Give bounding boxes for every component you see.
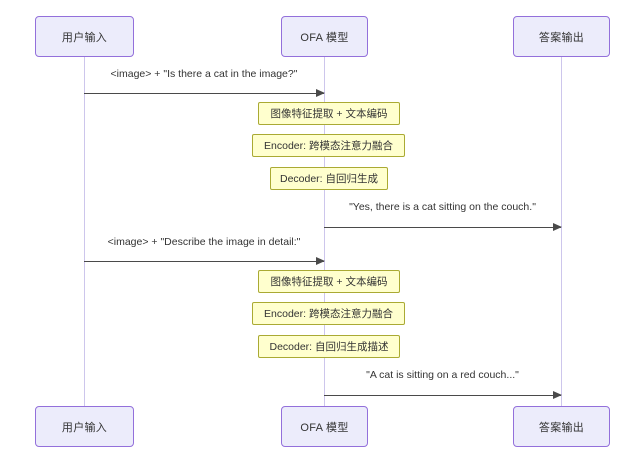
note-1-label: 图像特征提取 + 文本编码 xyxy=(270,108,388,120)
note-3: Decoder: 自回归生成 xyxy=(270,167,388,190)
note-5: Encoder: 跨模态注意力融合 xyxy=(252,302,405,325)
note-4-label: 图像特征提取 + 文本编码 xyxy=(270,276,388,288)
participant-footer-model-label: OFA 模型 xyxy=(300,421,349,434)
message-3-arrow xyxy=(84,257,325,265)
participant-header-model[interactable]: OFA 模型 xyxy=(281,16,368,57)
note-2-label: Encoder: 跨模态注意力融合 xyxy=(264,140,393,152)
note-3-label: Decoder: 自回归生成 xyxy=(279,173,379,185)
note-6-label: Decoder: 自回归生成描述 xyxy=(269,341,389,353)
message-1-label: <image> + "Is there a cat in the image?" xyxy=(110,68,298,80)
note-2: Encoder: 跨模态注意力融合 xyxy=(252,134,405,157)
message-2-label: "Yes, there is a cat sitting on the couc… xyxy=(349,201,536,213)
participant-footer-user-label: 用户输入 xyxy=(61,421,108,434)
participant-footer-answer[interactable]: 答案输出 xyxy=(513,406,610,447)
participant-footer-user[interactable]: 用户输入 xyxy=(35,406,134,447)
participant-header-user[interactable]: 用户输入 xyxy=(35,16,134,57)
message-3-label: <image> + "Describe the image in detail:… xyxy=(107,236,301,248)
arrowhead-icon xyxy=(553,223,562,231)
lifeline-answer xyxy=(561,57,562,411)
arrowhead-icon xyxy=(316,89,325,97)
message-1-arrow xyxy=(84,89,325,97)
participant-header-user-label: 用户输入 xyxy=(61,31,108,44)
message-4-arrow xyxy=(324,391,562,399)
participant-footer-model[interactable]: OFA 模型 xyxy=(281,406,368,447)
message-4-label: "A cat is sitting on a red couch..." xyxy=(366,369,519,381)
lifeline-model xyxy=(324,57,325,411)
participant-header-answer-label: 答案输出 xyxy=(538,31,585,44)
arrowhead-icon xyxy=(316,257,325,265)
lifeline-user xyxy=(84,57,85,411)
message-2-arrow xyxy=(324,223,562,231)
arrowhead-icon xyxy=(553,391,562,399)
note-1: 图像特征提取 + 文本编码 xyxy=(258,102,400,125)
participant-header-model-label: OFA 模型 xyxy=(300,31,349,44)
note-5-label: Encoder: 跨模态注意力融合 xyxy=(264,308,393,320)
note-4: 图像特征提取 + 文本编码 xyxy=(258,270,400,293)
participant-footer-answer-label: 答案输出 xyxy=(538,421,585,434)
participant-header-answer[interactable]: 答案输出 xyxy=(513,16,610,57)
note-6: Decoder: 自回归生成描述 xyxy=(258,335,400,358)
